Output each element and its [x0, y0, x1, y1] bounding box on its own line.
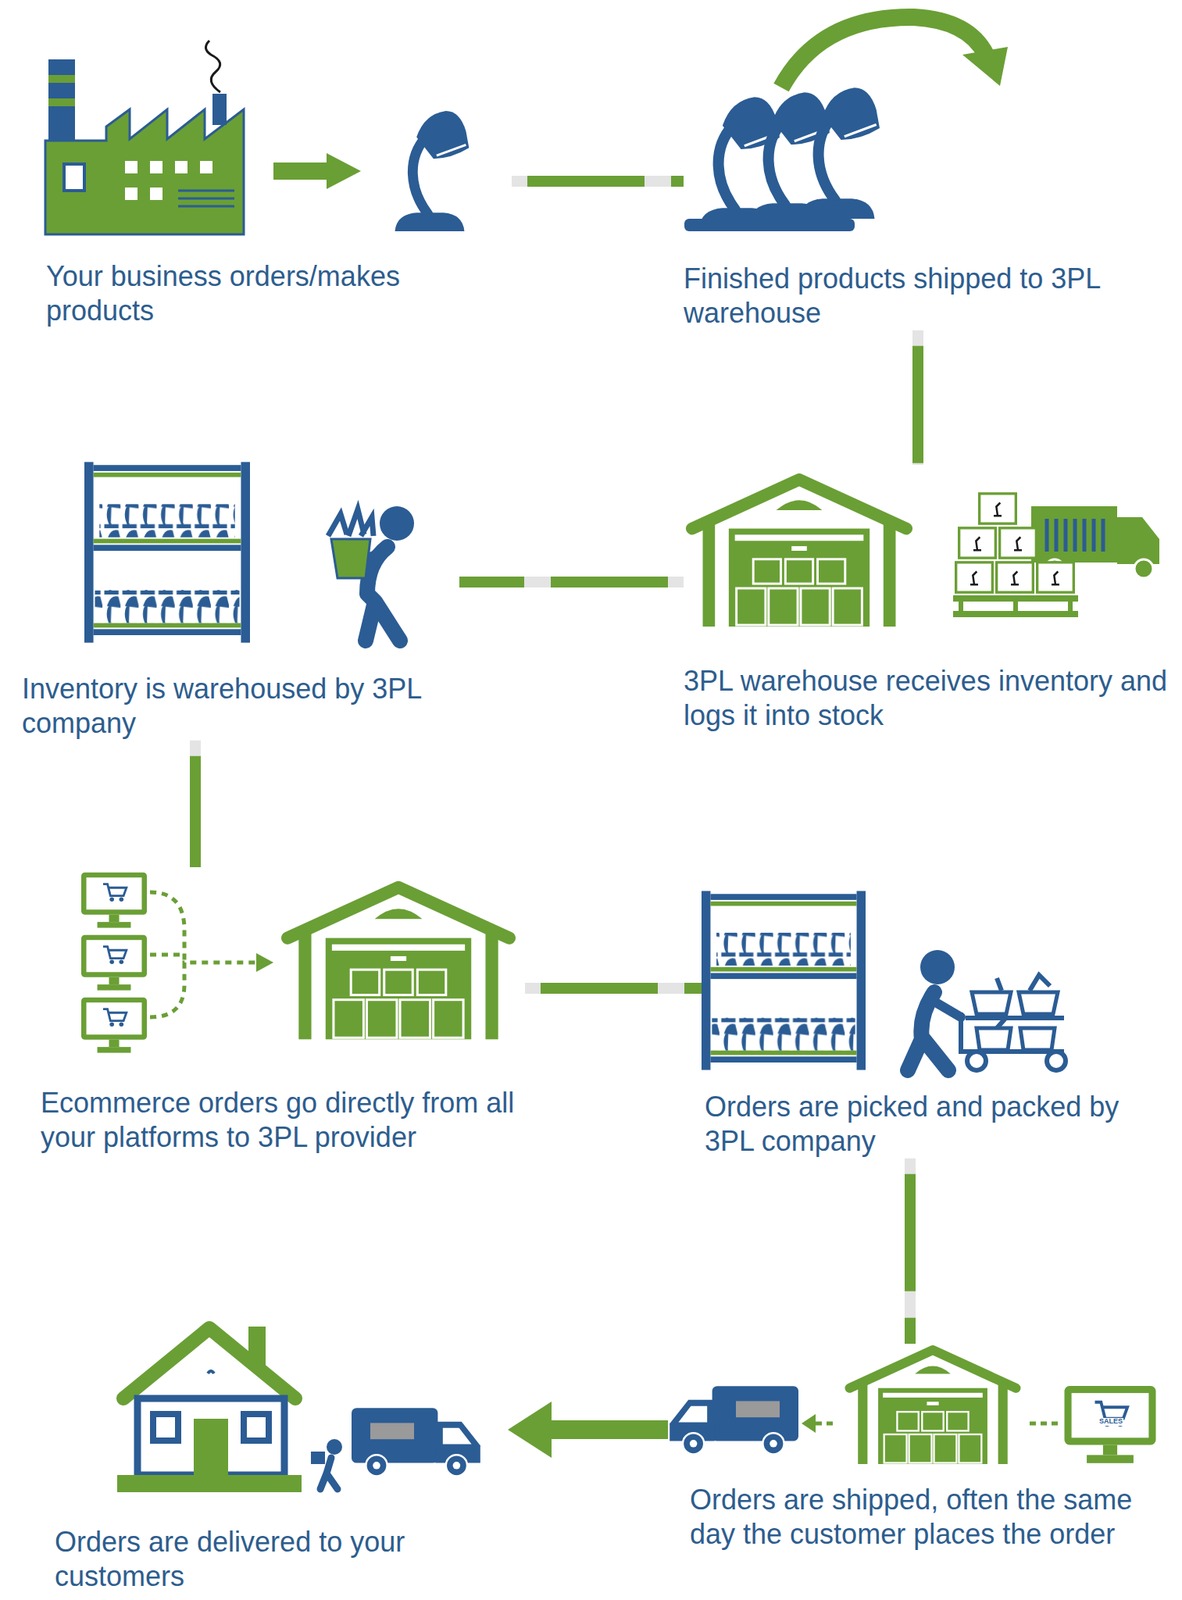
van-icon: [669, 1385, 799, 1454]
warehouse-icon: [287, 887, 510, 1040]
flow-connector: [910, 1158, 911, 1344]
flow-connector: [195, 740, 197, 868]
step-node: Orders are picked and packed by 3PL comp…: [701, 882, 1171, 1159]
flow-connector: [524, 988, 702, 990]
dashed-link-head: [801, 1414, 816, 1433]
process-arrow: [273, 153, 361, 190]
step-caption: Inventory is warehoused by 3PL company: [21, 671, 460, 741]
step-node: Finished products shipped to 3PL warehou…: [683, 78, 1153, 331]
flow-connector: [459, 582, 684, 583]
warehouse-icon: [849, 1349, 1017, 1465]
step-caption: Orders are shipped, often the same day t…: [689, 1482, 1176, 1552]
flow-connector: [917, 330, 919, 465]
step-caption: Your business orders/makes products: [46, 259, 512, 329]
step-node: Inventory is warehoused by 3PL company: [21, 457, 460, 741]
warehouse-icon: [692, 479, 907, 627]
porter-figure: [328, 506, 415, 641]
flow-connector: [507, 1401, 668, 1458]
step-caption: Orders are picked and packed by 3PL comp…: [704, 1089, 1171, 1159]
shelf-icon: [84, 461, 250, 643]
courier-figure: [310, 1439, 343, 1490]
van-icon: [351, 1407, 481, 1476]
lamp-icon: [395, 110, 470, 232]
platform-monitors: [81, 872, 274, 1054]
step-node: Orders are delivered to your customers: [54, 1320, 508, 1594]
step-node: Orders are shipped, often the same day t…: [667, 1343, 1176, 1552]
factory-icon: [45, 40, 244, 235]
dashed-link: [1029, 1421, 1060, 1426]
lamps-group-icon: [684, 87, 880, 232]
step-caption: 3PL warehouse receives inventory and log…: [683, 664, 1172, 733]
house-icon: [117, 1326, 302, 1493]
step-caption: Orders are delivered to your customers: [54, 1524, 508, 1594]
curved-arrow: [781, 17, 1008, 88]
step-node: Your business orders/makes products: [42, 46, 512, 329]
picker-with-cart: [907, 949, 1066, 1071]
screen-label: SALES: [1098, 1417, 1124, 1426]
flow-connector: [511, 181, 684, 183]
step-node: Ecommerce orders go directly from all yo…: [40, 867, 525, 1155]
step-node: 3PL warehouse receives inventory and log…: [683, 464, 1172, 733]
step-caption: Ecommerce orders go directly from all yo…: [40, 1085, 525, 1155]
truck-pallet-icon: [953, 493, 1160, 618]
sales-monitor: [1064, 1385, 1157, 1464]
shelf-icon: [701, 890, 866, 1070]
step-caption: Finished products shipped to 3PL warehou…: [683, 261, 1153, 331]
